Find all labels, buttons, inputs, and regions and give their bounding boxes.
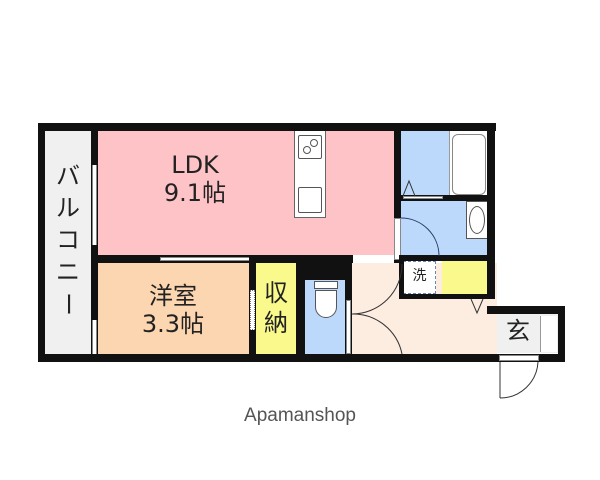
wall-top	[38, 123, 401, 131]
yellow-storage	[442, 261, 488, 294]
wall-closet-right	[296, 255, 305, 360]
western-room-name: 洋室	[149, 282, 197, 310]
wall-toilet-top	[296, 255, 352, 280]
entrance-label: 玄	[506, 317, 530, 345]
laundry-space	[403, 261, 436, 294]
laundry-label: 洗	[412, 268, 427, 284]
ldk-label: LDK 9.1帖	[140, 151, 250, 207]
closet-label: 収 納	[264, 279, 288, 337]
bath-door	[403, 196, 443, 199]
washbasin-bowl	[469, 206, 485, 234]
balcony-window-2	[92, 320, 97, 354]
wall-ldk-right	[394, 123, 401, 263]
sink-icon	[298, 187, 322, 213]
wall-wash-bottom	[400, 255, 495, 261]
western-room	[97, 263, 250, 355]
wall-bath-right	[487, 123, 495, 298]
wall-entrance-top	[487, 306, 565, 314]
wall-bath-bottom	[400, 195, 488, 201]
closet-door	[250, 290, 255, 330]
brand-footer: Apamanshop	[244, 405, 356, 426]
wall-laundry-left	[399, 255, 404, 298]
wall-entrance-right	[558, 306, 565, 362]
ldk-size: 9.1帖	[163, 178, 227, 207]
shoe-cabinet	[540, 316, 557, 352]
stove-icon	[298, 135, 322, 159]
ldk-name: LDK	[171, 151, 219, 179]
balcony-label: バ ル コ ニ ー	[54, 162, 82, 316]
toilet-door	[346, 300, 351, 354]
wall-left	[38, 123, 45, 361]
wall-top-right	[394, 123, 496, 131]
balcony	[44, 130, 92, 355]
western-room-label: 洋室 3.3帖	[118, 282, 228, 338]
wall-bottom	[38, 354, 503, 362]
balcony-window	[92, 165, 97, 245]
wall-laundry-bottom	[399, 294, 495, 299]
toilet-icon	[314, 281, 338, 319]
ldk-door-gap	[394, 218, 401, 260]
closet	[256, 263, 296, 355]
bathtub-basin	[452, 134, 486, 195]
ldk-room	[97, 130, 394, 255]
western-room-size: 3.3帖	[141, 309, 205, 338]
entrance-door-gap	[499, 355, 539, 361]
